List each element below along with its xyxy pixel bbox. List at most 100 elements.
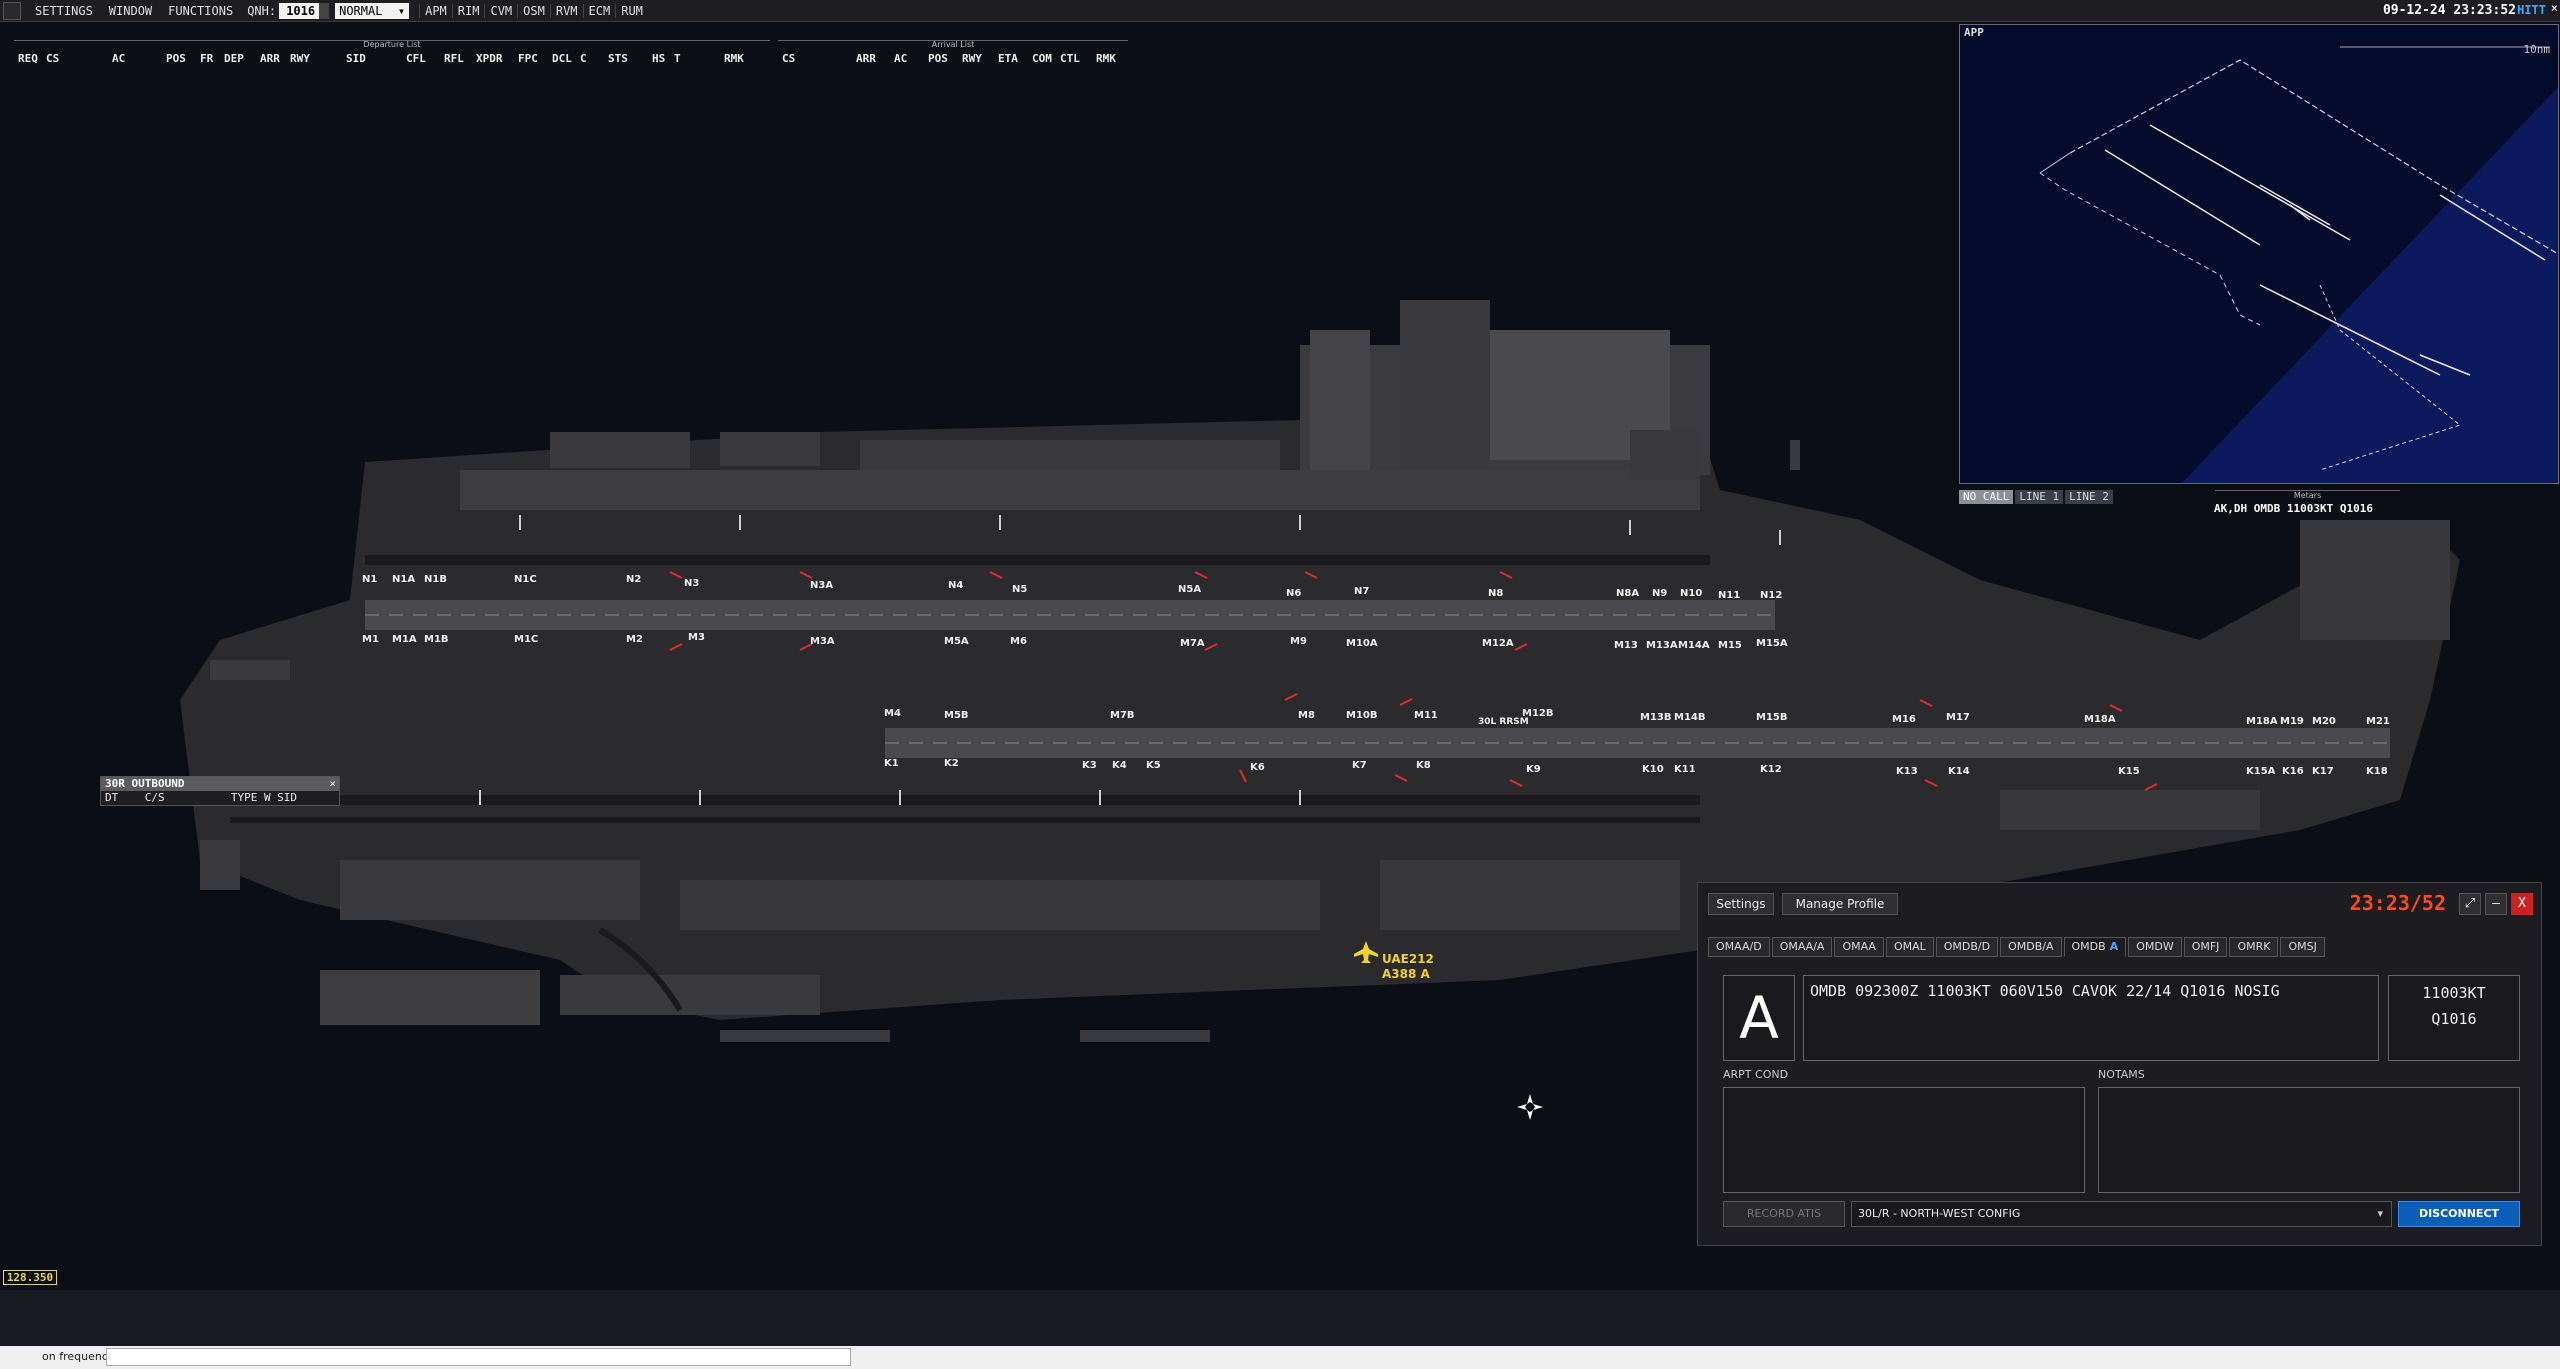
col-arr-com[interactable]: COM (1032, 52, 1052, 65)
taxiway-label: M11 (1414, 710, 1438, 721)
arrival-list-titlebar[interactable]: Arrival List (778, 40, 1128, 50)
taxiway-label: M14B (1674, 712, 1706, 723)
col-xpdr[interactable]: XPDR (476, 52, 503, 65)
tab-omfj[interactable]: OMFJ (2183, 937, 2228, 957)
col-arr-cs[interactable]: CS (782, 52, 796, 65)
taxiway-label: N3 (684, 578, 700, 589)
metar-line: AK,DH OMDB 11003KT Q1016 (2214, 502, 2373, 515)
col-ac[interactable]: AC (112, 52, 126, 65)
metars-titlebar[interactable]: Metars (2215, 490, 2400, 500)
config-select[interactable]: 30L/R - NORTH-WEST CONFIG▾ (1851, 1201, 2392, 1227)
departure-list-titlebar[interactable]: Departure List (14, 40, 770, 50)
taxiway-label: N8 (1488, 588, 1504, 599)
taxiway-label: N7 (1354, 586, 1370, 597)
col-arr-pos[interactable]: POS (928, 52, 948, 65)
col-arr-eta[interactable]: ETA (998, 52, 1018, 65)
tool-apm[interactable]: APM (419, 3, 452, 18)
mode-select[interactable]: NORMAL▾ (335, 2, 410, 19)
app-window-title: APP (1964, 26, 1984, 39)
col-fr[interactable]: FR (200, 52, 214, 65)
arpt-cond-textarea[interactable] (1723, 1087, 2085, 1193)
col-fpc[interactable]: FPC (518, 52, 538, 65)
tab-omaa-a[interactable]: OMAA/A (1771, 937, 1833, 957)
col-rfl[interactable]: RFL (444, 52, 464, 65)
col-pos[interactable]: POS (166, 52, 186, 65)
col-cfl[interactable]: CFL (406, 52, 426, 65)
col-arr-ctl[interactable]: CTL (1060, 52, 1080, 65)
qnh-spinner[interactable] (319, 2, 330, 19)
tab-line-1[interactable]: LINE 1 (2015, 490, 2064, 504)
disconnect-button[interactable]: DISCONNECT (2398, 1201, 2520, 1227)
command-input[interactable] (106, 1348, 851, 1366)
record-atis-button[interactable]: RECORD ATIS (1723, 1201, 1845, 1227)
tool-rvm[interactable]: RVM (549, 3, 583, 18)
outbound-title[interactable]: 30R OUTBOUND (101, 777, 339, 791)
minimize-icon[interactable]: – (2485, 893, 2507, 915)
col-rmk[interactable]: RMK (724, 52, 744, 65)
col-req[interactable]: REQ (18, 52, 38, 65)
close-button[interactable]: X (2511, 893, 2533, 915)
col-cs[interactable]: CS (46, 52, 60, 65)
taxiway-label: M5A (944, 636, 969, 647)
tab-omdb-d[interactable]: OMDB/D (1935, 937, 1999, 957)
tab-omal[interactable]: OMAL (1885, 937, 1934, 957)
taxiway-label: M13 (1614, 640, 1638, 651)
tab-omaa-d[interactable]: OMAA/D (1708, 937, 1770, 957)
tool-rum[interactable]: RUM (615, 3, 648, 18)
tab-line-2[interactable]: LINE 2 (2065, 490, 2113, 504)
tool-rim[interactable]: RIM (451, 3, 485, 18)
manage-profile-button[interactable]: Manage Profile (1782, 893, 1898, 915)
taxiway-label: M15A (1756, 638, 1788, 649)
close-icon[interactable]: × (329, 777, 336, 790)
taxiway-label: M21 (2366, 716, 2390, 727)
taxiway-label: N6 (1286, 588, 1302, 599)
menu-window[interactable]: WINDOW (108, 3, 153, 18)
col-dcl[interactable]: DCL (552, 52, 572, 65)
metar-text: OMDB 092300Z 11003KT 060V150 CAVOK 22/14… (1803, 975, 2379, 1061)
taxiway-label: M1 (362, 634, 379, 645)
col-sts[interactable]: STS (608, 52, 628, 65)
tool-osm[interactable]: OSM (517, 3, 550, 18)
tab-no-call[interactable]: NO CALL (1959, 490, 2014, 504)
col-arr-arr[interactable]: ARR (856, 52, 876, 65)
app-radar-window[interactable]: APP 10nm (1959, 24, 2559, 484)
taxiway-label: K1 (884, 758, 899, 769)
tab-omsj[interactable]: OMSJ (2280, 937, 2325, 957)
col-arr-rmk[interactable]: RMK (1096, 52, 1116, 65)
taxiway-label: K18 (2366, 766, 2388, 777)
drag-handle-icon[interactable] (3, 1, 21, 20)
radar-display[interactable] (1960, 25, 2559, 484)
tool-ecm[interactable]: ECM (582, 3, 616, 18)
close-icon[interactable]: × (2550, 1, 2558, 15)
col-arr[interactable]: ARR (260, 52, 280, 65)
expand-icon[interactable]: ⤢ (2459, 893, 2481, 915)
col-rwy[interactable]: RWY (290, 52, 310, 65)
tool-cvm[interactable]: CVM (484, 3, 517, 18)
col-hs[interactable]: HS (652, 52, 666, 65)
menu-functions[interactable]: FUNCTIONS (168, 3, 234, 18)
col-t[interactable]: T (674, 52, 681, 65)
settings-button[interactable]: Settings (1708, 893, 1774, 915)
taxiway-label: N11 (1718, 590, 1741, 601)
aircraft-callsign[interactable]: UAE212 (1382, 952, 1434, 966)
atis-letter[interactable]: A (1723, 975, 1795, 1061)
taxiway-label: K7 (1352, 760, 1367, 771)
aircraft-type[interactable]: A388 A (1382, 967, 1430, 981)
notams-textarea[interactable] (2098, 1087, 2520, 1193)
qnh-input[interactable]: 1016 (279, 2, 320, 19)
frequency-display[interactable]: 128.350 (3, 1270, 57, 1285)
col-sid[interactable]: SID (346, 52, 366, 65)
tab-omaa[interactable]: OMAA (1834, 937, 1884, 957)
notams-label: NOTAMS (2098, 1068, 2145, 1081)
col-dep[interactable]: DEP (224, 52, 244, 65)
col-c[interactable]: C (580, 52, 587, 65)
tab-omdb-a[interactable]: OMDB/A (2000, 937, 2062, 957)
user-id[interactable]: HITT (2517, 3, 2546, 17)
tab-omdw[interactable]: OMDW (2128, 937, 2182, 957)
menu-settings[interactable]: SETTINGS (35, 3, 93, 18)
col-arr-rwy[interactable]: RWY (962, 52, 982, 65)
col-arr-ac[interactable]: AC (894, 52, 908, 65)
outbound-window[interactable]: 30R OUTBOUND DT C/S TYPE W SID × (100, 776, 340, 806)
tab-omrk[interactable]: OMRK (2229, 937, 2279, 957)
